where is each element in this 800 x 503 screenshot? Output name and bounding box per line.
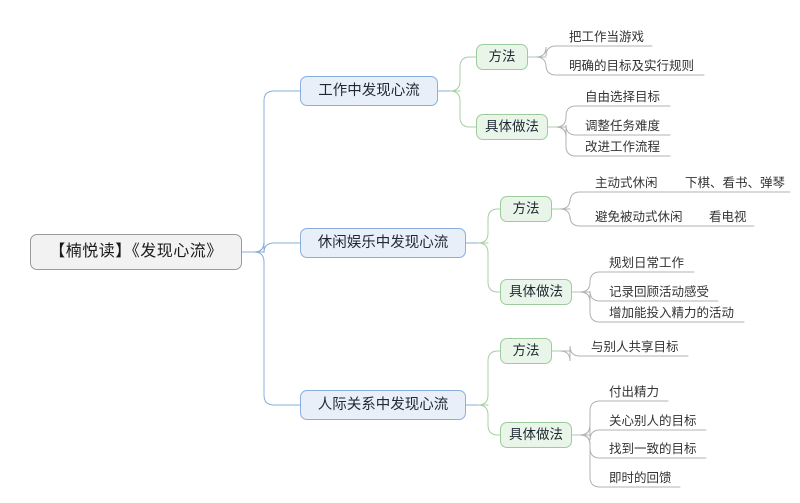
connector [579, 434, 607, 459]
connector [555, 126, 583, 157]
group-node-relations-practices[interactable]: 具体做法 [500, 422, 572, 448]
connector [579, 400, 607, 436]
connector [579, 424, 607, 441]
leaf4-node-leisure-methods-0-0-label: 下棋、看书、弹琴 [685, 175, 786, 190]
leaf-node-leisure-practices-1[interactable]: 记录回顾活动感受 [606, 281, 718, 301]
leaf-node-relations-practices-3-label: 即时的回馈 [609, 470, 672, 485]
connector [579, 290, 607, 303]
connector [477, 350, 501, 406]
leaf-node-leisure-practices-2[interactable]: 增加能投入精力的活动 [606, 302, 744, 322]
leaf-node-leisure-methods-1[interactable]: 避免被动式休闲 [592, 206, 690, 226]
connector [449, 56, 477, 92]
connector [477, 404, 501, 436]
leaf-node-leisure-methods-0-label: 主动式休闲 [595, 175, 658, 190]
leaf4-node-leisure-methods-1-0[interactable]: 看电视 [706, 206, 754, 226]
connector [535, 56, 567, 76]
connector [477, 242, 501, 293]
branch-node-relations[interactable]: 人际关系中发现心流 [300, 390, 466, 420]
branch-node-work-label: 工作中发现心流 [318, 82, 420, 99]
leaf4-node-leisure-methods-1-0-label: 看电视 [709, 209, 747, 224]
connector [253, 241, 301, 254]
leaf-node-leisure-practices-2-label: 增加能投入精力的活动 [609, 305, 735, 320]
branch-node-work[interactable]: 工作中发现心流 [300, 76, 438, 106]
group-node-work-methods-label: 方法 [488, 49, 516, 65]
connector [253, 90, 301, 253]
leaf-node-work-practices-1[interactable]: 调整任务难度 [582, 115, 670, 135]
group-node-work-practices[interactable]: 具体做法 [476, 114, 548, 140]
leaf-node-relations-practices-0-label: 付出精力 [609, 384, 660, 399]
connector [449, 90, 477, 128]
connector [579, 271, 607, 293]
leaf-node-leisure-methods-0[interactable]: 主动式休闲 [592, 172, 666, 192]
leaf-node-work-practices-0[interactable]: 自由选择目标 [582, 86, 670, 106]
connector [253, 251, 301, 406]
branch-node-relations-label: 人际关系中发现心流 [317, 396, 449, 413]
leaf-node-relations-practices-2-label: 找到一致的目标 [609, 441, 697, 456]
leaf-node-work-methods-0[interactable]: 把工作当游戏 [566, 26, 652, 46]
root-node[interactable]: 【楠悦读】《发现心流》 [30, 234, 242, 270]
leaf-node-relations-methods-0-label: 与别人共享目标 [591, 339, 679, 354]
connector [535, 45, 567, 58]
connector [559, 208, 593, 227]
leaf-node-work-methods-1[interactable]: 明确的目标及实行规则 [566, 55, 704, 75]
leaf-node-work-practices-0-label: 自由选择目标 [585, 89, 661, 104]
connector [559, 345, 589, 362]
leaf-node-work-methods-0-label: 把工作当游戏 [569, 29, 645, 44]
connector [559, 191, 593, 210]
leaf-node-leisure-methods-1-label: 避免被动式休闲 [595, 209, 683, 224]
leaf-node-work-practices-2[interactable]: 改进工作流程 [582, 136, 670, 156]
group-node-leisure-methods-label: 方法 [512, 201, 540, 217]
group-node-leisure-practices[interactable]: 具体做法 [500, 279, 572, 305]
leaf-node-leisure-practices-1-label: 记录回顾活动感受 [609, 284, 710, 299]
connector [579, 434, 607, 488]
group-node-leisure-practices-label: 具体做法 [509, 284, 563, 300]
branch-node-leisure-label: 休闲娱乐中发现心流 [317, 234, 449, 251]
group-node-work-practices-label: 具体做法 [485, 119, 539, 135]
leaf-node-relations-practices-1-label: 关心别人的目标 [609, 413, 697, 428]
leaf-node-leisure-practices-0-label: 规划日常工作 [609, 255, 685, 270]
leaf-node-relations-practices-2[interactable]: 找到一致的目标 [606, 438, 706, 458]
leaf-node-leisure-practices-0[interactable]: 规划日常工作 [606, 252, 694, 272]
leaf-node-work-practices-1-label: 调整任务难度 [585, 118, 661, 133]
connector [579, 291, 607, 323]
group-node-relations-practices-label: 具体做法 [509, 427, 563, 443]
leaf-node-relations-practices-1[interactable]: 关心别人的目标 [606, 410, 706, 430]
connector [555, 105, 583, 128]
leaf-node-relations-practices-0[interactable]: 付出精力 [606, 381, 668, 401]
connector [555, 124, 583, 138]
leaf4-node-leisure-methods-0-0[interactable]: 下棋、看书、弹琴 [682, 172, 790, 192]
branch-node-leisure[interactable]: 休闲娱乐中发现心流 [300, 228, 466, 258]
group-node-relations-methods-label: 方法 [512, 343, 540, 359]
leaf-node-relations-methods-0[interactable]: 与别人共享目标 [588, 336, 688, 356]
group-node-leisure-methods[interactable]: 方法 [500, 196, 552, 222]
leaf-node-work-practices-2-label: 改进工作流程 [585, 139, 661, 154]
root-node-label: 【楠悦读】《发现心流》 [49, 243, 223, 260]
connector [477, 208, 501, 244]
leaf-node-work-methods-1-label: 明确的目标及实行规则 [569, 58, 695, 73]
group-node-work-methods[interactable]: 方法 [476, 44, 528, 70]
leaf-node-relations-practices-3[interactable]: 即时的回馈 [606, 467, 680, 487]
group-node-relations-methods[interactable]: 方法 [500, 338, 552, 364]
